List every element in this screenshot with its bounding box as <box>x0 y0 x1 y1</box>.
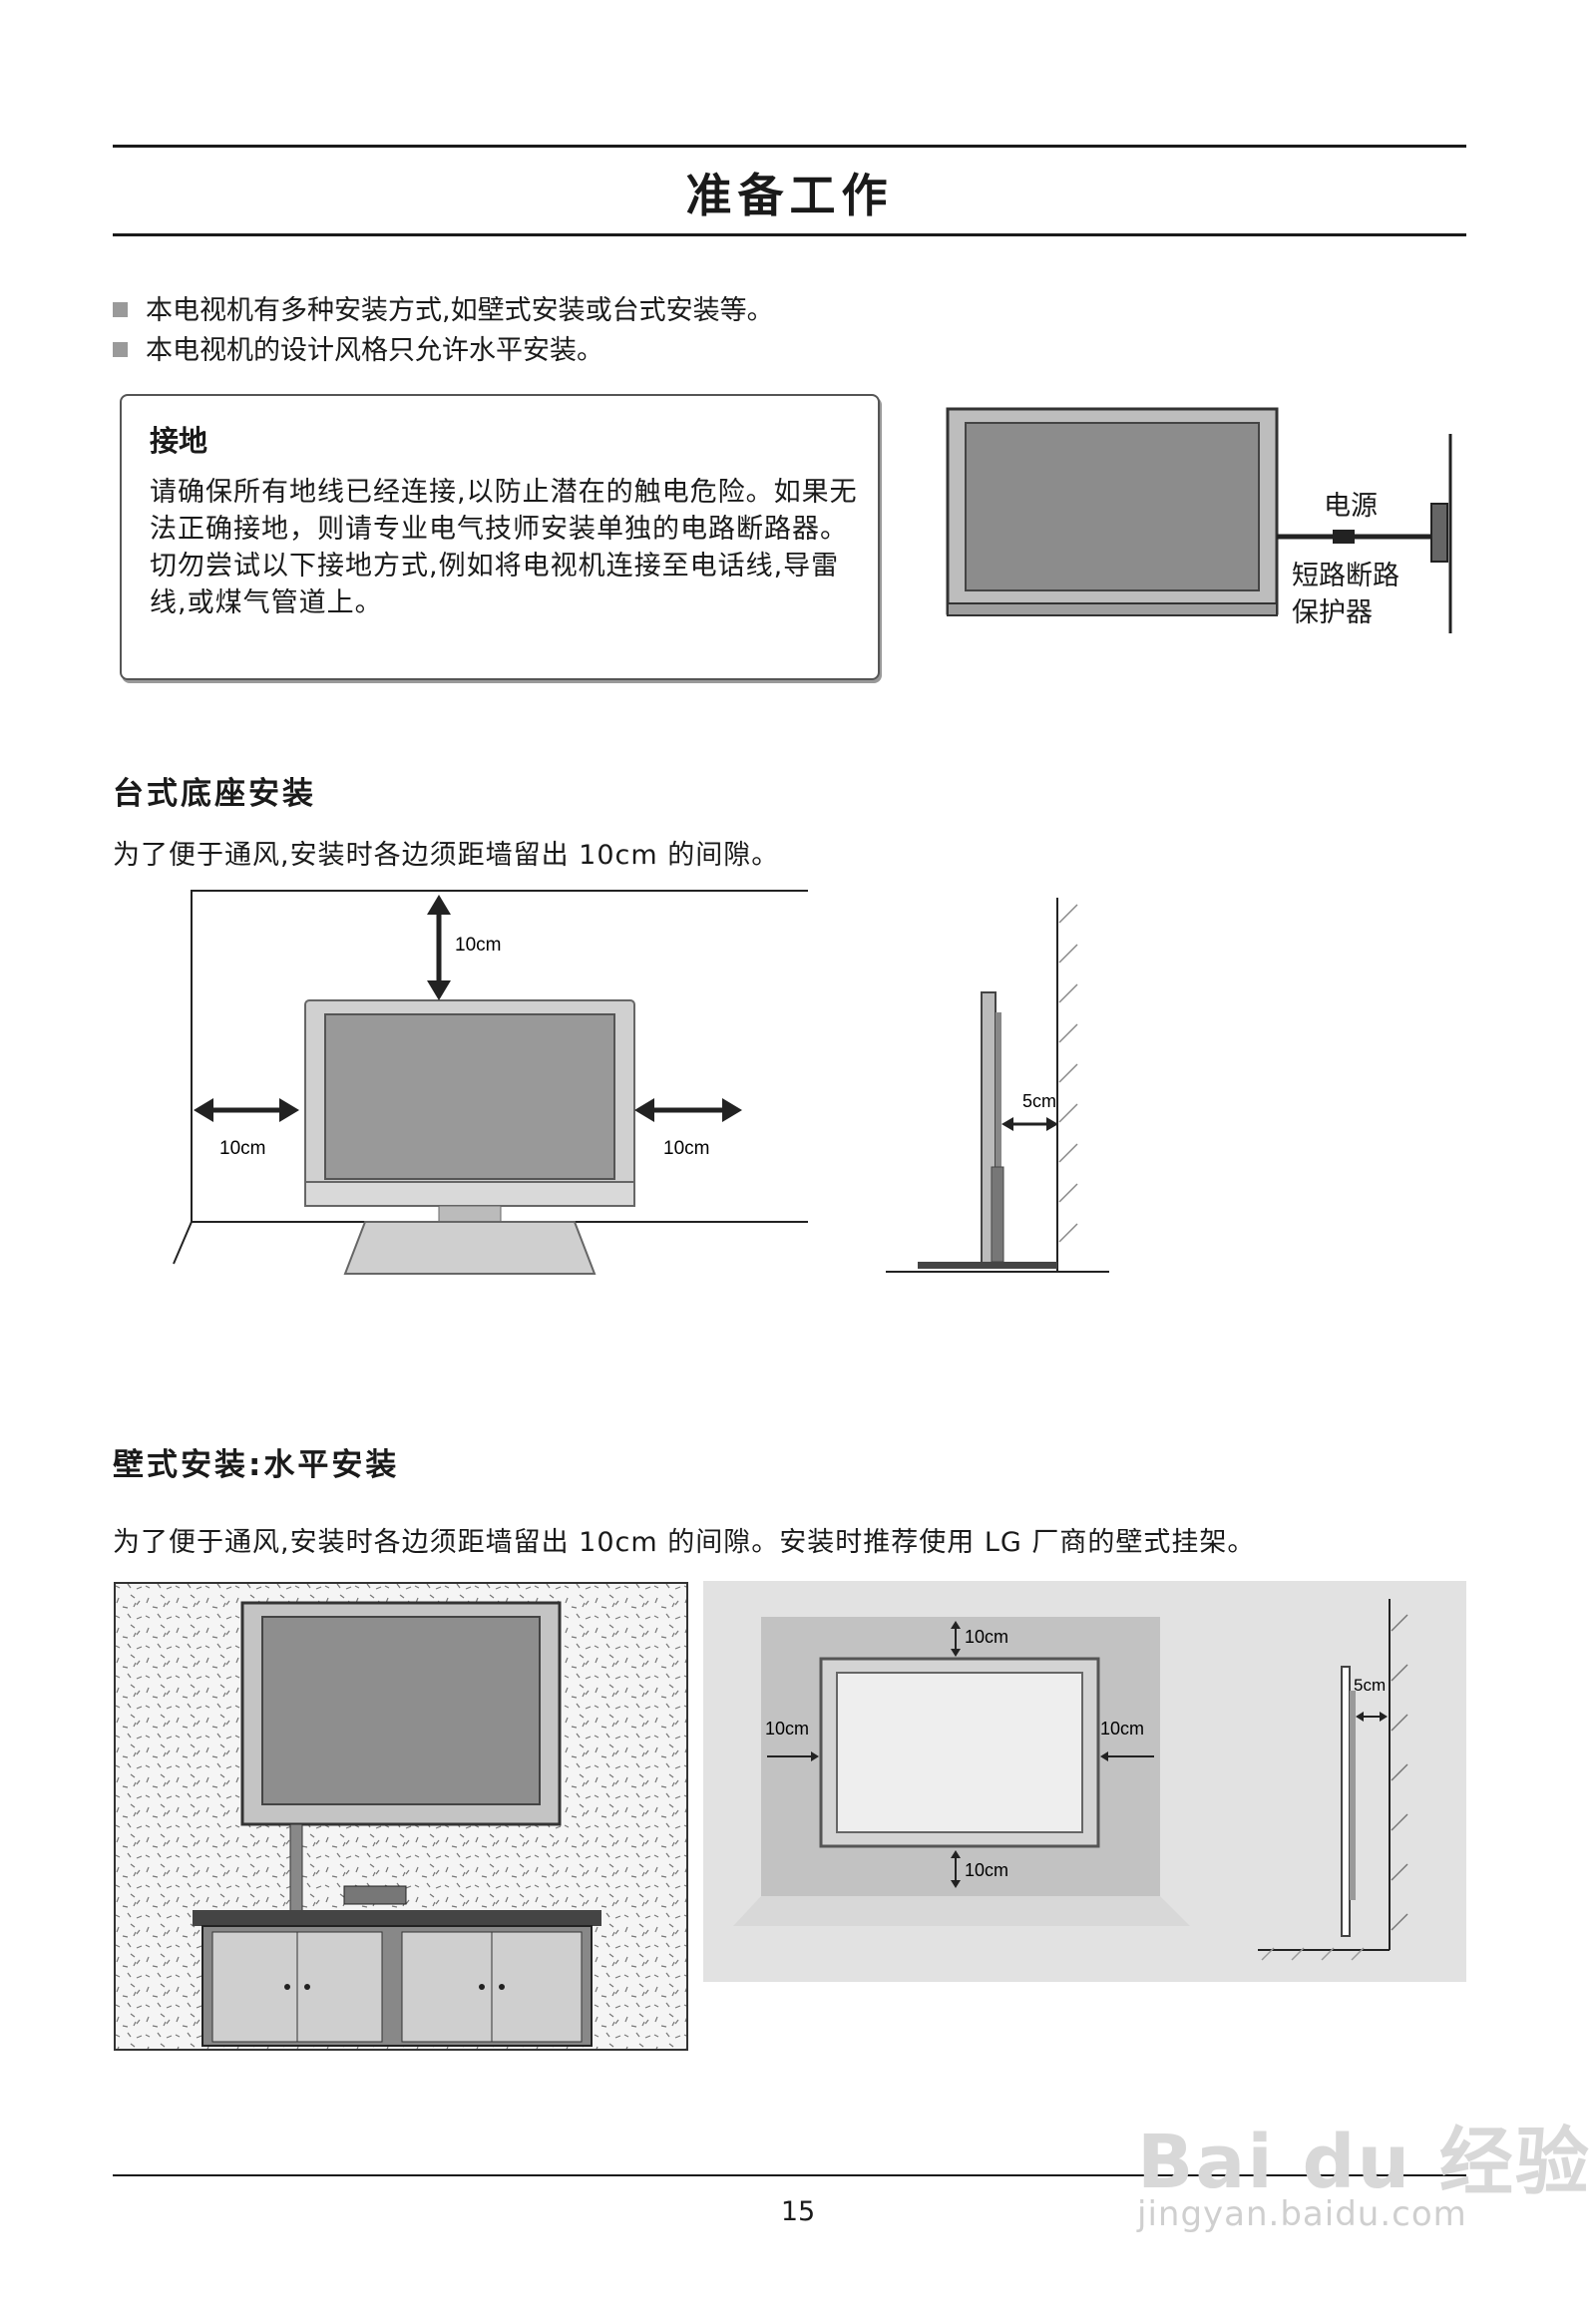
grounding-body: 请确保所有地线已经连接,以防止潜在的触电危险。如果无法正确接地，则请专业电气技师… <box>150 477 858 618</box>
baidu-watermark-url: jingyan.baidu.com <box>1137 2194 1467 2234</box>
bullet-item: 本电视机的设计风格只允许水平安装。 <box>113 331 603 371</box>
tv-stand <box>343 1221 597 1275</box>
grounding-title: 接地 <box>150 424 208 458</box>
page-number: 15 <box>780 2196 816 2227</box>
bullet-square-icon <box>113 342 128 357</box>
cable-cover <box>289 1823 303 1915</box>
tv-side-panel <box>1341 1666 1351 1937</box>
wall-hatching <box>1391 1614 1408 1931</box>
desk-mount-side-diagram: 5cm <box>886 898 1109 1273</box>
footer-rule <box>113 2174 1466 2176</box>
wall-outlet <box>1430 503 1448 563</box>
left-gap-arrow <box>767 1751 819 1761</box>
bottom-gap-arrow <box>951 1850 961 1888</box>
grounding-diagram <box>946 407 1452 633</box>
tv-screen <box>965 422 1260 591</box>
breaker-block <box>1333 530 1355 544</box>
set-top-box <box>343 1885 407 1905</box>
right-gap-arrow <box>634 1098 742 1122</box>
left-gap-arrow <box>194 1098 299 1122</box>
bottom-gap-label: 10cm <box>965 1860 1008 1880</box>
tv-base <box>918 1262 1057 1269</box>
wall-mount-heading: 壁式安装:水平安装 <box>113 1447 400 1483</box>
power-label: 电源 <box>1324 491 1378 522</box>
right-gap-label: 10cm <box>1100 1719 1144 1739</box>
desk-mount-text: 为了便于通风,安装时各边须距墙留出 10cm 的间隙。 <box>113 840 780 871</box>
side-gap-label: 5cm <box>1022 1091 1056 1111</box>
left-gap-label: 10cm <box>219 1138 265 1159</box>
wall-mount-room-diagram <box>114 1582 688 2051</box>
wall-mount-text: 为了便于通风,安装时各边须距墙留出 10cm 的间隙。安装时推荐使用 LG 厂商… <box>113 1527 1256 1558</box>
header-top-rule <box>113 145 1466 148</box>
tv-screen <box>836 1672 1083 1833</box>
wall-hatching <box>1058 904 1078 1243</box>
cabinet-top <box>193 1910 601 1926</box>
tv-screen <box>324 1013 615 1180</box>
breaker-label-line1: 短路断路 <box>1292 561 1399 591</box>
tv-screen <box>261 1616 541 1805</box>
top-gap-arrow <box>427 895 451 1000</box>
baidu-watermark-logo: Bai du 经验 <box>1137 2120 1591 2205</box>
grounding-note-box: 接地 请确保所有地线已经连接,以防止潜在的触电危险。如果无法正确接地，则请专业电… <box>120 394 880 680</box>
wall-outline <box>191 890 808 1222</box>
header-bottom-rule <box>113 233 1466 236</box>
page-title: 准备工作 <box>685 169 894 222</box>
breaker-label-line2: 保护器 <box>1292 597 1373 628</box>
bullet-item: 本电视机有多种安装方式,如壁式安装或台式安装等。 <box>113 291 774 331</box>
side-gap-arrow <box>1001 1117 1058 1131</box>
top-gap-label: 10cm <box>455 935 501 956</box>
side-gap-arrow <box>1356 1712 1388 1722</box>
left-gap-label: 10cm <box>765 1719 809 1739</box>
top-gap-label: 10cm <box>965 1627 1008 1647</box>
desk-mount-front-diagram: 10cm 10cm 10cm <box>173 890 808 1275</box>
desk-mount-heading: 台式底座安装 <box>113 776 316 812</box>
bullet-square-icon <box>113 302 128 317</box>
wall-mount-clearance-diagram: 10cm 10cm 10cm 10cm 5cm <box>703 1581 1466 1982</box>
top-gap-arrow <box>951 1621 961 1657</box>
right-gap-arrow <box>1100 1751 1154 1761</box>
side-gap-label: 5cm <box>1354 1676 1386 1695</box>
right-gap-label: 10cm <box>663 1138 709 1159</box>
